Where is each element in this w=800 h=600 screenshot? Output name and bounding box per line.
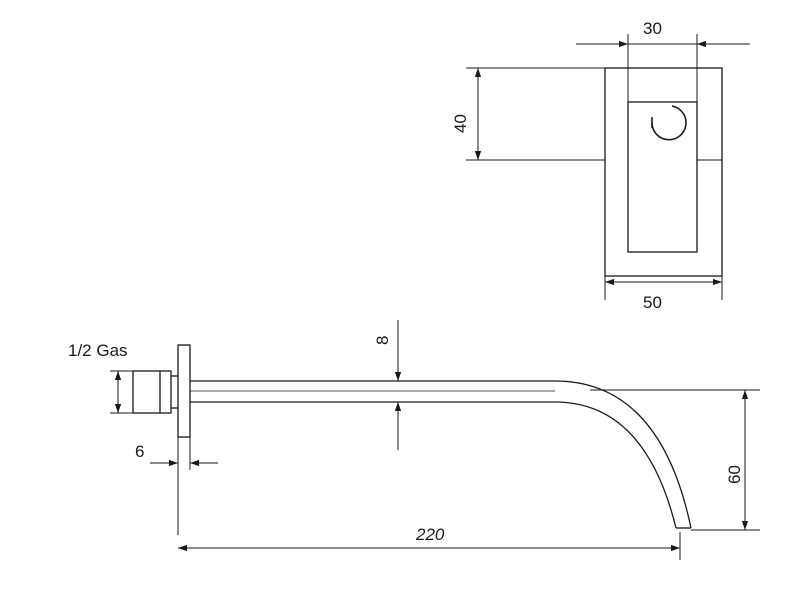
- dim-thread: [110, 370, 133, 414]
- dim-top-width: [576, 34, 750, 102]
- spout-inner-contour: [190, 401, 677, 529]
- handle-circle-symbol: [651, 105, 687, 141]
- dim-label-bottom-width: 50: [643, 293, 662, 312]
- dim-top-height: [466, 67, 722, 161]
- wall-flange: [177, 344, 191, 438]
- front-plate-outline: [604, 67, 723, 277]
- dim-label-flange-thickness: 6: [135, 442, 144, 461]
- dim-label-pipe-diameter: 8: [373, 336, 392, 345]
- side-view: [132, 344, 692, 529]
- dim-label-thread: 1/2 Gas: [68, 341, 128, 360]
- dim-flange-thickness: [150, 437, 218, 535]
- dim-bottom-width: [604, 276, 723, 300]
- dim-label-spout-length: 220: [415, 525, 445, 544]
- dim-label-top-height: 40: [451, 114, 470, 133]
- spout-outer-contour: [190, 380, 692, 529]
- dim-label-spout-drop: 60: [725, 465, 744, 484]
- front-handle-outline: [627, 101, 698, 253]
- dim-spout-length: [178, 532, 681, 560]
- dim-spout-drop: [590, 389, 760, 531]
- threaded-connector: [132, 370, 172, 414]
- dim-label-top-width: 30: [643, 19, 662, 38]
- front-view: [604, 67, 723, 277]
